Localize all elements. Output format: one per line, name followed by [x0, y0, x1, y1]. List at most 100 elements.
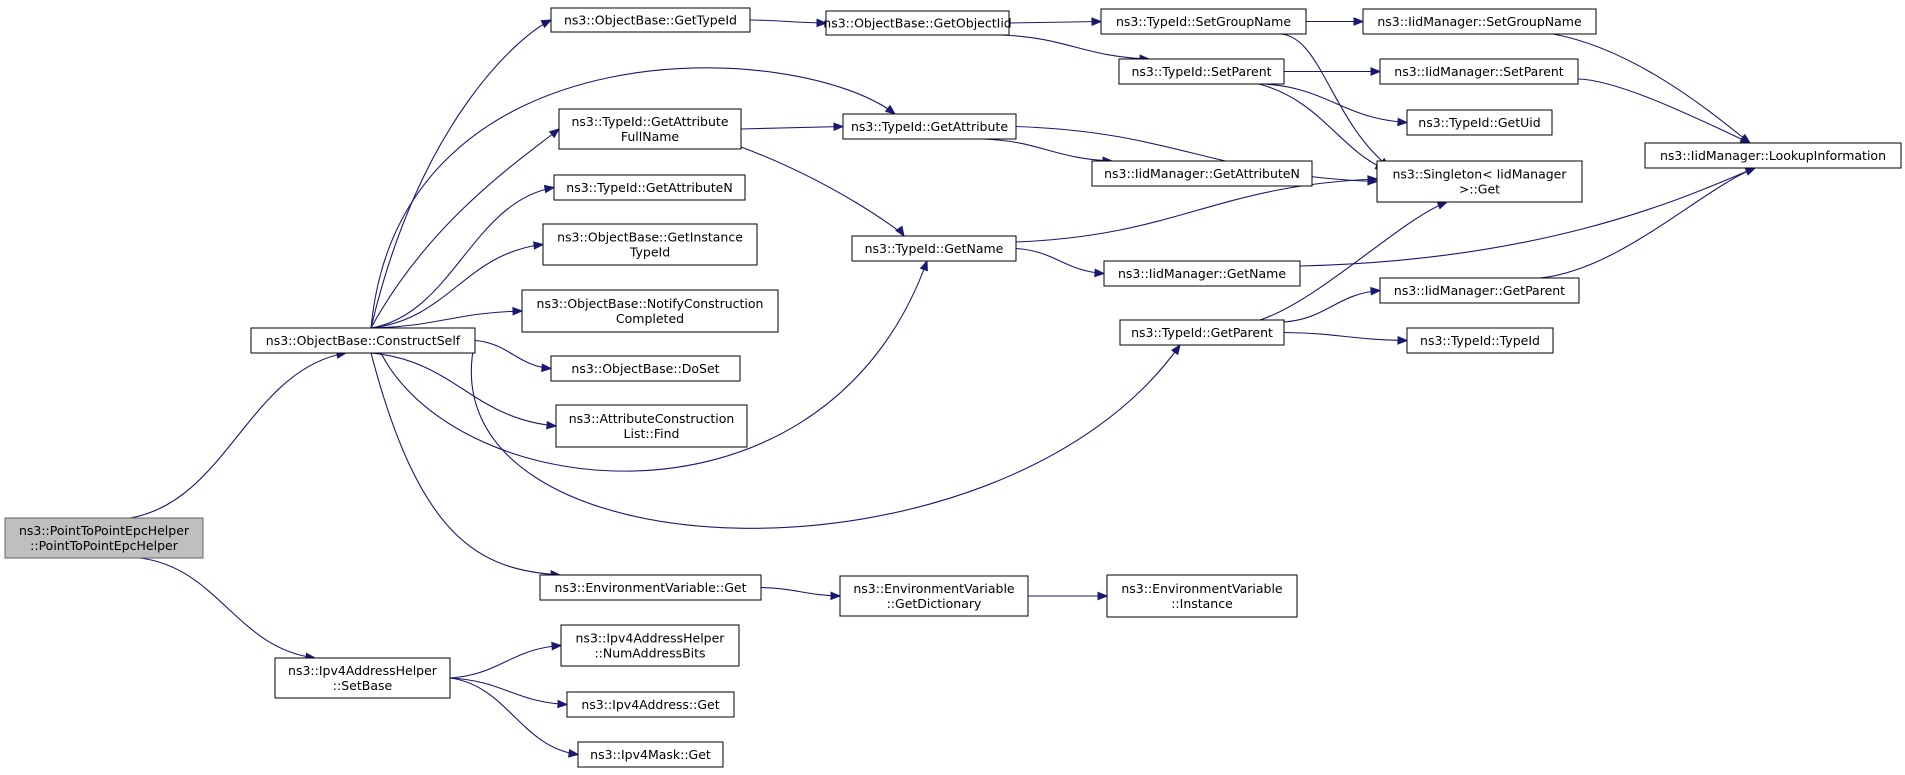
edge-line: [1259, 201, 1448, 321]
node-box: [539, 574, 762, 601]
node-box: [1379, 58, 1579, 85]
node-label: ns3::EnvironmentVariable: [1121, 581, 1283, 596]
node-label: >::Get: [1459, 182, 1500, 197]
node-label: Completed: [616, 311, 684, 326]
node-label: ns3::TypeId::GetAttribute: [571, 114, 728, 129]
arrow-head-icon: [1353, 17, 1365, 26]
edge-typeid-get-parent-to-iid-get-parent: [1283, 286, 1382, 323]
node-label: ns3::TypeId::GetAttribute: [851, 119, 1008, 134]
node-iid-set-parent[interactable]: ns3::IidManager::SetParent: [1379, 58, 1579, 85]
node-ipv4-set-base[interactable]: ns3::Ipv4AddressHelper::SetBase: [274, 657, 451, 699]
node-label: TypeId: [629, 245, 670, 260]
node-typeid-typeid[interactable]: ns3::TypeId::TypeId: [1406, 327, 1554, 354]
edge-line: [1008, 20, 1102, 24]
node-box: [1376, 160, 1583, 203]
edge-line: [760, 586, 841, 597]
edge-line: [370, 352, 561, 576]
node-typeid-get-attribute[interactable]: ns3::TypeId::GetAttribute: [842, 113, 1017, 140]
edge-line: [1015, 247, 1105, 275]
node-iid-set-group-name[interactable]: ns3::IidManager::SetGroupName: [1362, 8, 1597, 35]
node-label: ns3::IidManager::GetName: [1118, 266, 1286, 281]
node-do-set[interactable]: ns3::ObjectBase::DoSet: [550, 355, 741, 382]
arrow-head-icon: [830, 591, 842, 601]
node-box: [1644, 142, 1902, 169]
edge-get-attribute-full-name-to-typeid-get-attribute: [740, 122, 845, 132]
edge-typeid-set-parent-to-iid-set-parent: [1284, 67, 1382, 76]
node-get-object-iid[interactable]: ns3::ObjectBase::GetObjectIid: [823, 10, 1012, 36]
arrow-head-icon: [1370, 286, 1382, 296]
node-box: [274, 657, 451, 699]
node-box: [250, 327, 476, 354]
node-iid-get-name[interactable]: ns3::IidManager::GetName: [1103, 260, 1301, 287]
edge-line: [1552, 33, 1751, 144]
arrow-head-icon: [1436, 201, 1449, 210]
edge-construct-self-to-env-var-get: [370, 352, 562, 579]
edge-line: [449, 677, 579, 756]
node-get-type-id[interactable]: ns3::ObjectBase::GetTypeId: [550, 7, 751, 33]
node-get-attribute-n[interactable]: ns3::TypeId::GetAttributeN: [553, 174, 746, 201]
node-env-var-get[interactable]: ns3::EnvironmentVariable::Get: [539, 574, 762, 601]
edge-get-attribute-full-name-to-typeid-get-name: [740, 146, 905, 238]
arrow-head-icon: [895, 225, 905, 238]
node-construct-self[interactable]: ns3::ObjectBase::ConstructSelf: [250, 327, 476, 354]
edge-construct-self-to-typeid-get-parent: [471, 340, 1181, 529]
node-root[interactable]: ns3::PointToPointEpcHelper::PointToPoint…: [4, 517, 204, 559]
node-label: ns3::PointToPointEpcHelper: [19, 523, 190, 538]
node-typeid-set-parent[interactable]: ns3::TypeId::SetParent: [1118, 58, 1285, 85]
node-label: ns3::Ipv4AddressHelper: [288, 663, 438, 678]
arrow-head-icon: [541, 363, 553, 373]
node-typeid-set-group-name[interactable]: ns3::TypeId::SetGroupName: [1100, 8, 1307, 35]
node-box: [577, 741, 724, 768]
node-ipv4-address-get[interactable]: ns3::Ipv4Address::Get: [566, 691, 735, 718]
node-typeid-get-uid[interactable]: ns3::TypeId::GetUid: [1406, 109, 1553, 136]
node-label: ns3::TypeId::GetParent: [1131, 325, 1273, 340]
node-label: ns3::IidManager::SetGroupName: [1377, 14, 1582, 29]
node-typeid-get-parent[interactable]: ns3::TypeId::GetParent: [1119, 319, 1285, 346]
node-label: ns3::ObjectBase::ConstructSelf: [266, 333, 461, 348]
node-num-address-bits[interactable]: ns3::Ipv4AddressHelper::NumAddressBits: [560, 624, 740, 667]
node-box: [1119, 319, 1285, 346]
edge-typeid-get-parent-to-typeid-typeid: [1283, 331, 1409, 345]
edge-line: [1275, 33, 1390, 168]
edge-construct-self-to-get-instance-type-id: [370, 241, 545, 329]
edge-typeid-set-parent-to-singleton-get: [1258, 83, 1387, 170]
arrow-head-icon: [540, 19, 553, 29]
node-label: ::SetBase: [333, 678, 393, 693]
node-label: ns3::IidManager::GetAttributeN: [1104, 166, 1300, 181]
node-box: [851, 235, 1017, 262]
node-singleton-get[interactable]: ns3::Singleton< IidManager >::Get: [1376, 160, 1583, 203]
edge-construct-self-to-typeid-get-attribute: [370, 67, 897, 329]
node-box: [553, 174, 746, 201]
edge-line: [740, 146, 905, 237]
node-box: [560, 624, 740, 667]
node-iid-get-attribute-n[interactable]: ns3::IidManager::GetAttributeN: [1091, 160, 1313, 187]
edge-root-to-construct-self: [129, 350, 348, 519]
edge-construct-self-to-attr-construction-find: [370, 352, 558, 430]
node-iid-lookup-information[interactable]: ns3::IidManager::LookupInformation: [1644, 142, 1902, 169]
edge-line: [370, 310, 523, 329]
node-iid-get-parent[interactable]: ns3::IidManager::GetParent: [1379, 277, 1580, 304]
edge-line: [139, 557, 316, 659]
edge-construct-self-to-notify-construction: [370, 306, 524, 329]
arrow-head-icon: [833, 122, 845, 132]
node-label: ns3::ObjectBase::GetTypeId: [564, 13, 737, 28]
node-label: ns3::TypeId::GetUid: [1418, 115, 1540, 130]
edge-line: [1299, 167, 1756, 267]
node-ipv4-mask-get[interactable]: ns3::Ipv4Mask::Get: [577, 741, 724, 768]
node-notify-construction[interactable]: ns3::ObjectBase::NotifyConstructionCompl…: [521, 289, 779, 333]
node-box: [1406, 327, 1554, 354]
node-env-instance[interactable]: ns3::EnvironmentVariable::Instance: [1106, 574, 1298, 618]
node-label: ns3::ObjectBase::GetObjectIid: [823, 16, 1011, 31]
edge-line: [1283, 331, 1408, 342]
edge-line: [471, 340, 1181, 529]
edge-line: [370, 260, 928, 472]
node-label: ns3::ObjectBase::GetInstance: [557, 230, 743, 245]
node-typeid-get-name[interactable]: ns3::TypeId::GetName: [851, 235, 1017, 262]
edge-line: [370, 67, 896, 329]
node-env-get-dictionary[interactable]: ns3::EnvironmentVariable::GetDictionary: [839, 575, 1029, 617]
edge-line: [1283, 289, 1381, 323]
